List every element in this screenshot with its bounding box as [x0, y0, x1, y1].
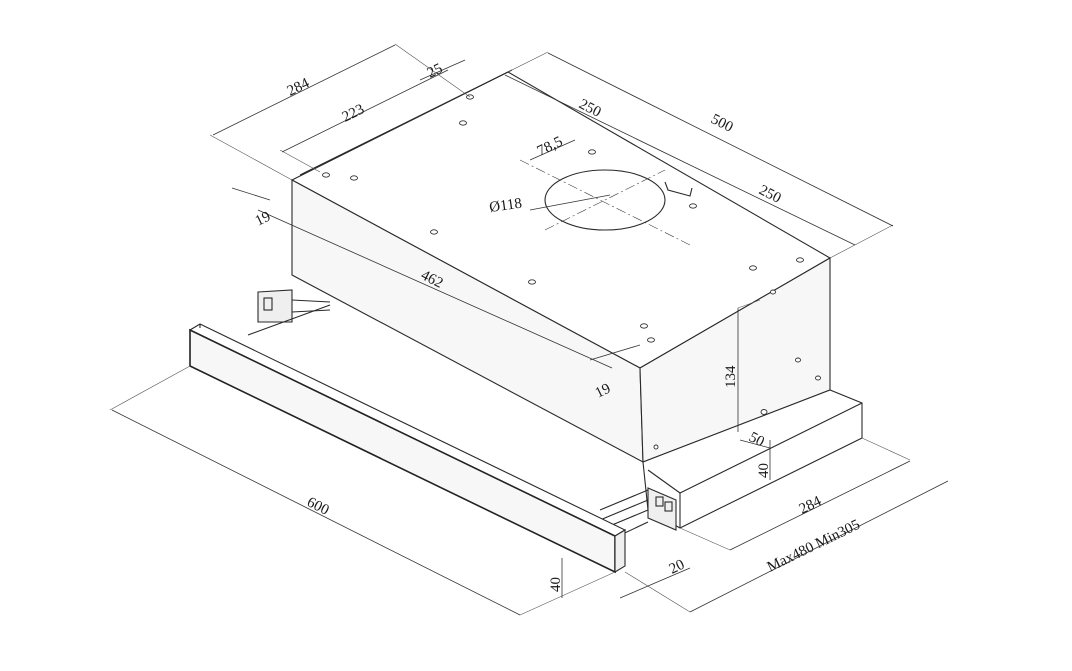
hole: [795, 357, 801, 363]
hole: [749, 265, 757, 271]
dim-hole-offset: 25: [425, 61, 445, 82]
hole: [322, 172, 330, 178]
dim-side-margin-left: 19: [253, 209, 273, 230]
top-rear-edge: [299, 69, 513, 176]
rail-left: [291, 309, 331, 313]
rail: [247, 304, 331, 336]
hole: [815, 375, 821, 381]
hole: [760, 409, 768, 415]
switch-icon: [655, 496, 664, 507]
dim-total-width: 500: [708, 111, 735, 135]
control-box-left-face: [257, 289, 293, 323]
switch-icon: [263, 297, 273, 311]
hole: [350, 175, 358, 181]
hole: [796, 257, 804, 263]
ledge-edge: [679, 402, 863, 494]
hole: [689, 203, 697, 209]
dimension-lines: [109, 43, 949, 616]
duct-outlet: [519, 159, 691, 246]
hole: [647, 337, 655, 343]
control-box-right: [647, 487, 677, 531]
hood-body: [290, 69, 832, 463]
hole: [459, 120, 467, 126]
dim-ledge-height: 40: [756, 463, 772, 478]
dim-ledge-depth: 50: [746, 429, 767, 450]
control-box-right-face: [647, 487, 677, 531]
visor-end: [614, 529, 626, 573]
rail: [599, 499, 649, 521]
hole: [588, 149, 596, 155]
hole: [770, 289, 776, 295]
dim-bottom-depth: 284: [797, 493, 825, 517]
duct-notch: [664, 181, 693, 197]
hole: [430, 229, 438, 235]
duct-centerline-b: [544, 169, 666, 231]
hole: [528, 279, 536, 285]
control-box-left: [257, 289, 331, 323]
duct-circle: [544, 169, 666, 231]
dim-front-width: 600: [304, 494, 331, 518]
dim-front-height: 40: [548, 577, 564, 592]
mounting-holes: [322, 94, 821, 450]
dim-duct-diameter: Ø118: [488, 196, 523, 216]
dim-top-depth: 284: [285, 75, 313, 99]
dim-front-thickness: 20: [667, 557, 687, 578]
duct-centerline-a: [519, 159, 691, 246]
rail: [599, 489, 649, 511]
hole: [653, 444, 659, 450]
rail-left: [291, 299, 331, 303]
hole: [640, 323, 648, 329]
dim-half-width-right: 250: [756, 182, 783, 206]
ledge-front: [647, 469, 681, 494]
dim-body-height: 134: [723, 365, 739, 388]
switch-icon: [664, 501, 673, 512]
dim-inner-depth: 223: [340, 101, 367, 125]
dim-side-margin-right: 19: [593, 381, 613, 402]
